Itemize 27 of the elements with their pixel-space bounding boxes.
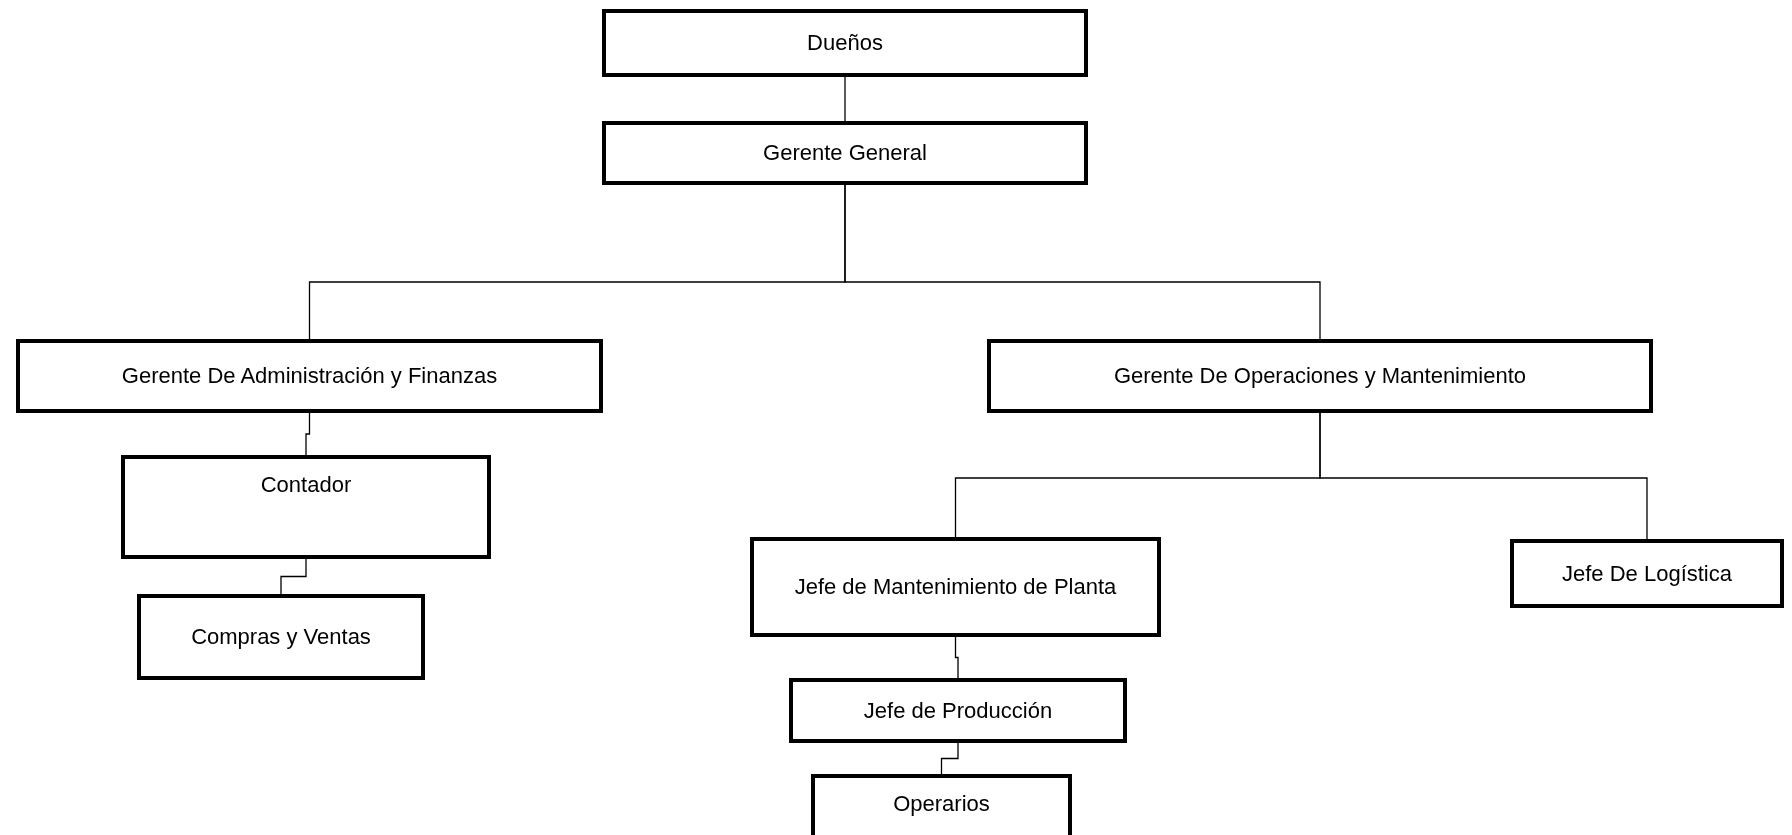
- connector-line: [280, 558, 307, 595]
- position-title: Compras y Ventas: [191, 623, 371, 652]
- position-title: Contador: [260, 471, 352, 499]
- position-title: Jefe de Producción: [863, 696, 1053, 725]
- org-box: [987, 339, 1653, 413]
- org-box: [811, 774, 1072, 835]
- position-title: Gerente De Administración y Finanzas: [121, 362, 498, 391]
- connector-line: [940, 742, 959, 775]
- connector-line: [844, 184, 1321, 340]
- org-box: [602, 121, 1088, 185]
- org-box: [137, 594, 425, 680]
- org-box: [602, 9, 1088, 77]
- org-box: [16, 339, 603, 413]
- connector-line: [305, 412, 311, 456]
- position-title: Jefe de Mantenimiento de Planta: [794, 573, 1117, 602]
- position-title: Gerente De Operaciones y Mantenimiento: [1113, 362, 1527, 391]
- org-box: [789, 678, 1127, 743]
- connector-line: [1319, 412, 1648, 540]
- position-title: Operarios: [893, 790, 990, 818]
- connector-line: [844, 76, 846, 122]
- connector-line: [954, 636, 959, 679]
- org-box: [750, 537, 1161, 637]
- position-title: Dueños: [807, 29, 883, 58]
- org-box: [121, 455, 491, 559]
- position-title: Gerente General: [763, 139, 927, 168]
- org-box: [1510, 539, 1784, 608]
- position-title: Jefe De Logística: [1562, 559, 1732, 588]
